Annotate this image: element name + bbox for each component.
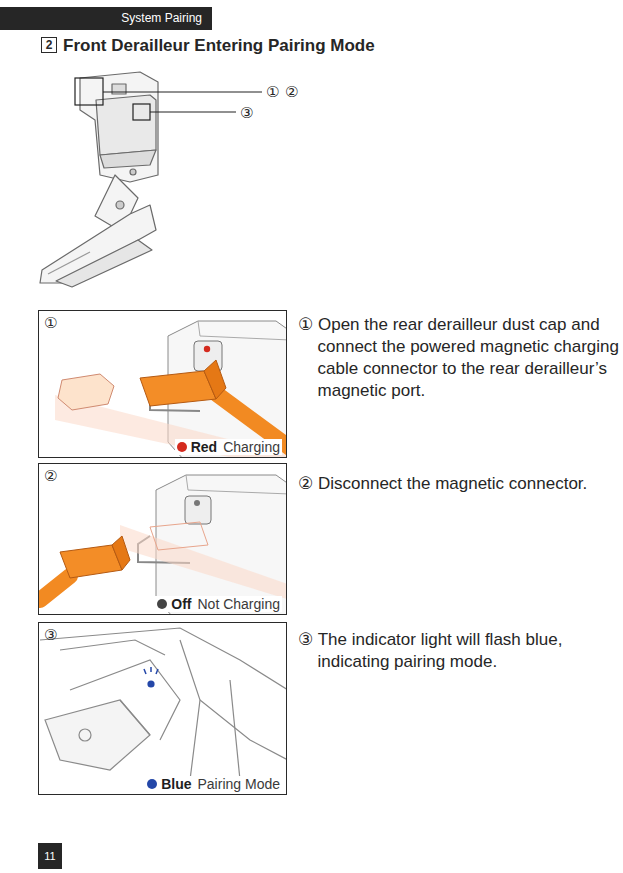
section-name: System Pairing: [121, 11, 202, 25]
callout-frame: [75, 78, 262, 120]
status-color: Off: [171, 596, 191, 612]
step-panel: ① Red Charging: [38, 310, 287, 458]
status-color: Blue: [161, 776, 191, 792]
step-number: 2: [46, 38, 53, 52]
instruction-text: ① Open the rear derailleur dust cap and …: [298, 314, 623, 402]
status-text: Not Charging: [198, 596, 281, 612]
step-panel: ② Off Not Charging: [38, 463, 287, 615]
status-text: Charging: [223, 439, 280, 455]
step-number-box: 2: [41, 37, 57, 53]
page-title: Front Derailleur Entering Pairing Mode: [63, 36, 375, 56]
page-number-box: 11: [38, 843, 62, 869]
status-dot: [157, 599, 167, 609]
callout-number: ①: [266, 83, 279, 101]
instruction-text: ③ The indicator light will flash blue, i…: [298, 629, 623, 673]
derailleur-drawing: [40, 72, 158, 287]
status-row: Blue Pairing Mode: [145, 776, 282, 792]
pairing-drawing: [40, 628, 286, 780]
unplugged-drawing: [40, 475, 286, 614]
callout-number: ②: [285, 83, 298, 101]
status-color: Red: [191, 439, 217, 455]
callout-number: ①: [44, 314, 57, 332]
callout-number: ③: [240, 104, 253, 122]
instruction-text: ② Disconnect the magnetic connector.: [298, 473, 623, 495]
callout-number: ②: [44, 467, 57, 485]
status-text: Pairing Mode: [198, 776, 281, 792]
status-dot: [177, 442, 187, 452]
status-row: Red Charging: [175, 439, 282, 455]
page-number: 11: [38, 850, 62, 862]
charging-drawing: [55, 321, 286, 457]
status-row: Off Not Charging: [155, 596, 282, 612]
step-panel: ③ Blue Pairing Mode: [38, 622, 287, 795]
callout-number: ③: [44, 626, 57, 644]
status-dot: [147, 779, 157, 789]
section-band: System Pairing: [0, 7, 212, 30]
